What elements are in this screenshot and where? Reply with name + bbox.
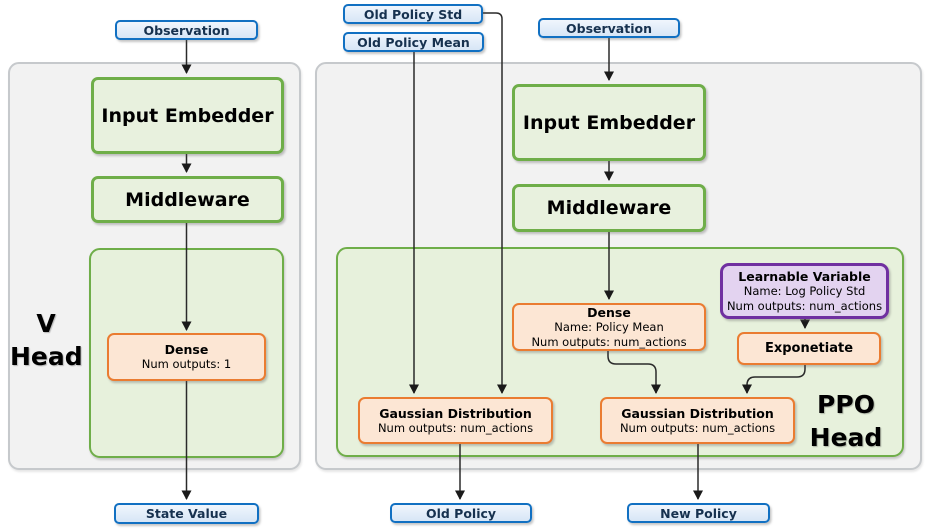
node-state-value: State Value [114,503,259,524]
ppo-dense-title: Dense [587,305,631,320]
v-input-embedder-box: Input Embedder [91,77,284,154]
ppo-middleware-label: Middleware [546,197,672,219]
gaussian-old-line1: Num outputs: num_actions [377,420,534,435]
node-old-policy-std-label: Old Policy Std [363,6,463,22]
node-new-policy-label: New Policy [660,505,737,521]
ppo-head-label-line2: Head [809,423,883,452]
ppo-dense-line1: Name: Policy Mean [554,320,664,334]
node-old-policy-mean: Old Policy Mean [343,32,484,52]
learnable-variable-title: Learnable Variable [738,269,871,284]
exponetiate-box: Exponetiate [737,332,881,365]
node-old-policy: Old Policy [390,503,532,523]
ppo-middleware-box: Middleware [512,184,706,232]
ppo-input-embedder-label: Input Embedder [522,111,696,134]
gaussian-new-title: Gaussian Distribution [621,405,774,421]
ppo-dense-line2: Num outputs: num_actions [531,334,687,349]
v-head-label-line1: V [36,309,56,338]
v-middleware-box: Middleware [91,176,284,223]
node-state-value-label: State Value [145,506,228,521]
gaussian-old-title: Gaussian Distribution [379,405,532,421]
ppo-head-label-line1: PPO [817,390,875,419]
v-middleware-label: Middleware [125,188,250,211]
gaussian-distribution-new-box: Gaussian Distribution Num outputs: num_a… [600,397,795,444]
arrow-old-policy-std-to-gaussian-old [483,12,507,394]
ppo-head-label: PPO Head [795,388,897,454]
node-new-policy: New Policy [627,503,770,523]
learnable-variable-line1: Name: Log Policy Std [743,284,866,298]
v-dense-line1: Num outputs: 1 [141,357,232,372]
gaussian-distribution-old-box: Gaussian Distribution Num outputs: num_a… [358,397,553,444]
node-old-policy-std: Old Policy Std [343,4,483,24]
ppo-input-embedder-box: Input Embedder [512,84,706,161]
node-observation-ppo: Observation [538,18,680,38]
ppo-dense-box: Dense Name: Policy Mean Num outputs: num… [512,303,706,351]
v-head-label: V Head [10,307,83,373]
arrow-dense-to-gaussian-new [607,351,661,394]
gaussian-new-line1: Num outputs: num_actions [619,420,776,435]
node-old-policy-mean-label: Old Policy Mean [357,34,470,50]
learnable-variable-box: Learnable Variable Name: Log Policy Std … [720,263,889,319]
node-observation-v-label: Observation [143,22,230,38]
node-observation-v: Observation [115,20,258,40]
learnable-variable-line2: Num outputs: num_actions [726,298,883,313]
node-old-policy-label: Old Policy [425,505,497,521]
v-dense-title: Dense [164,342,209,358]
v-input-embedder-label: Input Embedder [101,104,274,127]
v-head-label-line2: Head [10,342,83,371]
arrow-exponetiate-to-gaussian-new [742,365,806,394]
v-dense-box: Dense Num outputs: 1 [107,333,266,381]
node-observation-ppo-label: Observation [566,20,652,36]
exponetiate-label: Exponetiate [764,341,854,356]
